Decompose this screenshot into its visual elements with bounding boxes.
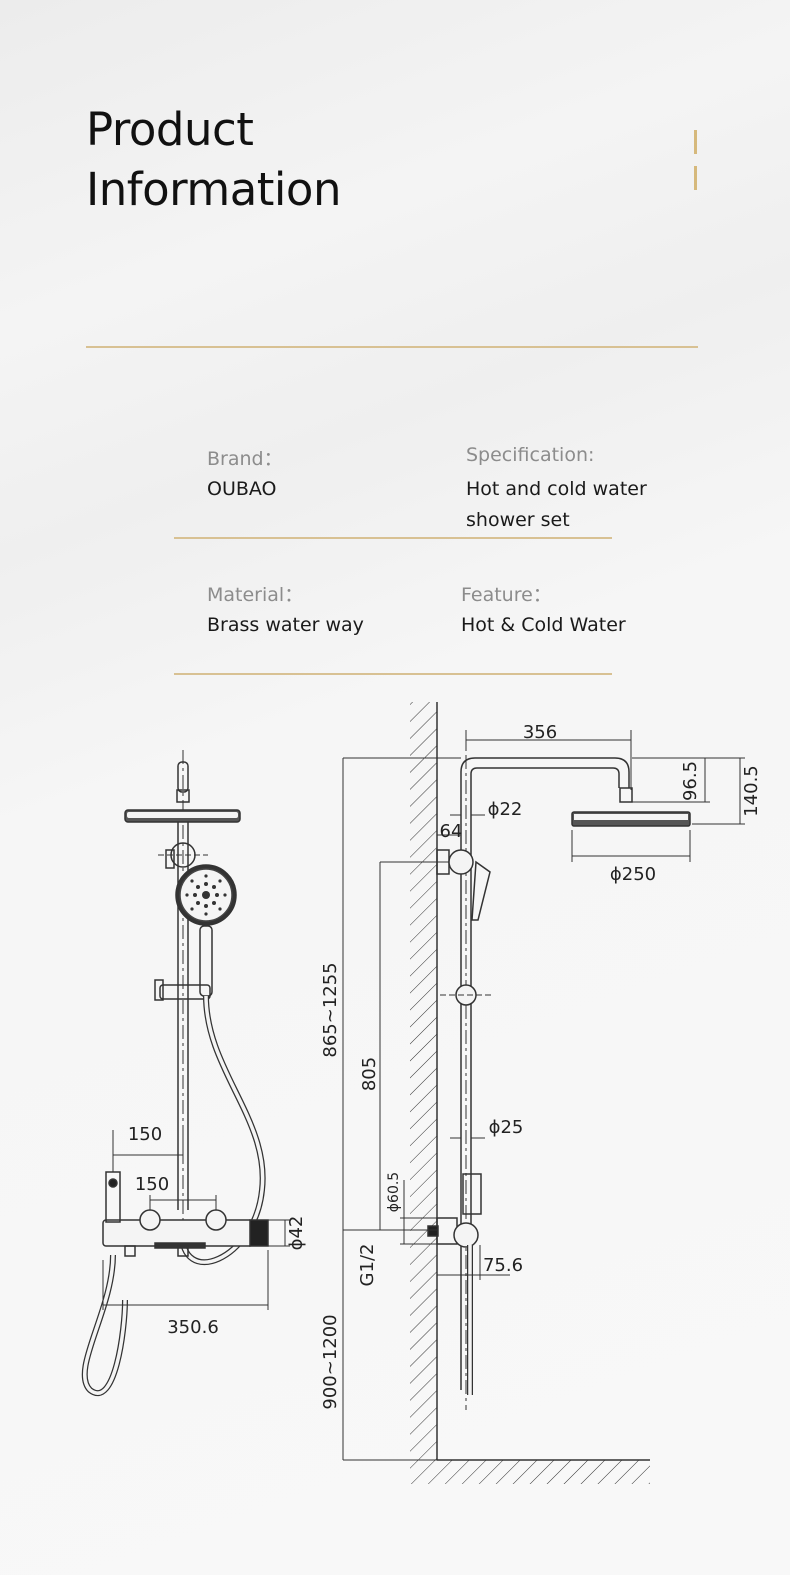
specification-label: Specification: — [466, 444, 595, 466]
head-diameter-label: ϕ250 — [610, 864, 656, 885]
brand-value: OUBAO — [207, 478, 277, 500]
front-view — [81, 750, 269, 1396]
specification-value-line-2: shower set — [466, 509, 570, 531]
front-width-b-label: 150 — [135, 1174, 169, 1195]
mixer-diameter-label: ϕ42 — [286, 1216, 307, 1251]
mixer-width-label: 350.6 — [167, 1317, 219, 1338]
front-width-a-label: 150 — [128, 1124, 162, 1145]
page-title: Product Information — [86, 100, 342, 220]
title-line-1: Product — [86, 103, 254, 156]
wall-section — [343, 702, 650, 1484]
shower-technical-drawing: 150 150 350.6 ϕ42 — [81, 702, 762, 1484]
arm-length-label: 356 — [523, 722, 557, 743]
title-line-2: Information — [86, 163, 342, 216]
material-label: Material： — [207, 584, 304, 606]
hand-shower-icon — [175, 864, 237, 997]
pipe-diameter-top-label: ϕ22 — [488, 799, 523, 820]
brand-label: Brand： — [207, 448, 283, 470]
spec-divider-1 — [174, 537, 612, 539]
mixer-depth-label: 75.6 — [483, 1255, 523, 1276]
pipe-diameter-bottom-label: ϕ25 — [489, 1117, 524, 1138]
riser-height-label: 805 — [359, 1057, 380, 1091]
spec-divider-2 — [174, 673, 612, 675]
feature-value: Hot & Cold Water — [461, 614, 626, 636]
inlet-thread-label: G1/2 — [357, 1244, 378, 1287]
mixer-body-diameter-label: ϕ60.5 — [386, 1172, 402, 1212]
wall-offset-label: 64 — [440, 821, 463, 842]
total-head-height-label: 140.5 — [741, 765, 762, 817]
header-divider — [86, 346, 698, 348]
specification-value-line-1: Hot and cold water — [466, 478, 647, 500]
head-drop-label: 96.5 — [680, 761, 701, 801]
material-value: Brass water way — [207, 614, 364, 636]
install-height-label: 900~1200 — [320, 1314, 341, 1409]
adjust-height-label: 865~1255 — [320, 962, 341, 1057]
gold-accent-mark-bottom — [694, 166, 697, 190]
side-view — [427, 730, 691, 1410]
feature-label: Feature： — [461, 584, 552, 606]
gold-accent-mark-top — [694, 130, 697, 154]
